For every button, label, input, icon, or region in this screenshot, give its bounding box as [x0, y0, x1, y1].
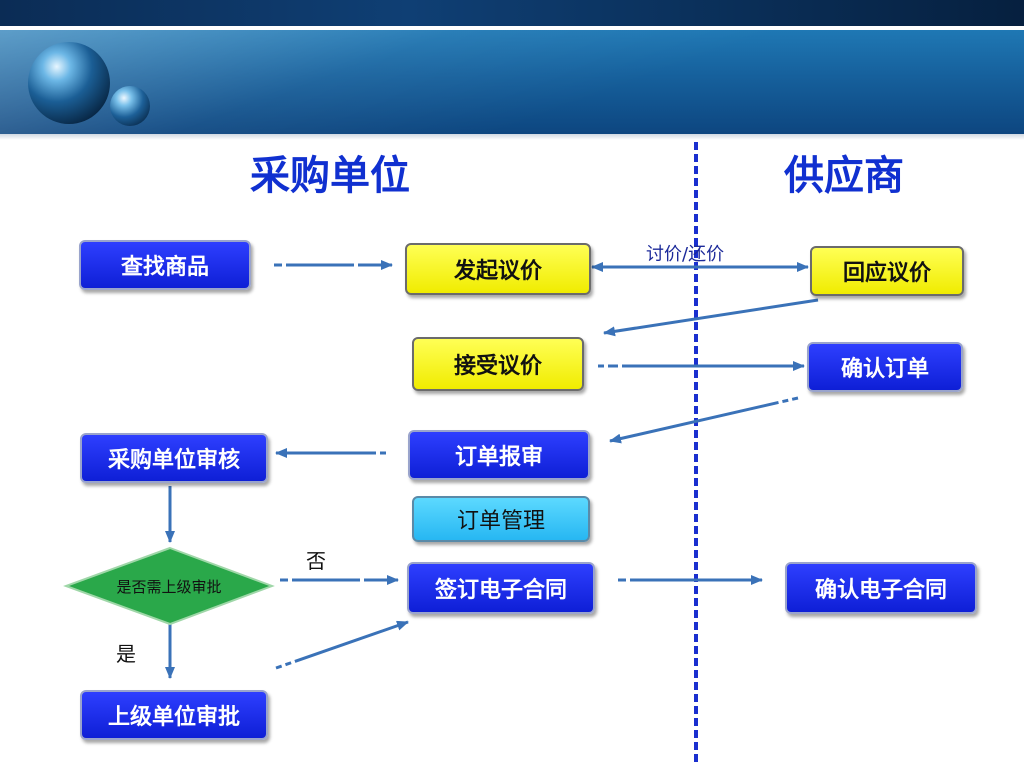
buyer-column-title: 采购单位 — [250, 153, 410, 199]
header-top-bar — [0, 0, 1024, 26]
decision-diamond — [63, 546, 275, 626]
header-band — [0, 30, 1024, 134]
arrow-respond-to-accept — [603, 298, 819, 337]
bargain-label: 讨价/还价 — [646, 244, 725, 265]
header-banner — [0, 0, 1024, 140]
header-rule — [0, 134, 1024, 140]
node-order-management[interactable]: 订单管理 — [412, 496, 590, 542]
arrow-approval-to-sign — [275, 620, 409, 670]
supplier-column-title: 供应商 — [784, 153, 904, 199]
node-find-goods[interactable]: 查找商品 — [79, 240, 251, 290]
node-accept-negotiation[interactable]: 接受议价 — [412, 337, 584, 391]
node-start-negotiation[interactable]: 发起议价 — [405, 243, 591, 295]
column-divider — [694, 142, 698, 762]
node-confirm-contract[interactable]: 确认电子合同 — [785, 562, 977, 614]
node-respond-negotiation[interactable]: 回应议价 — [810, 246, 964, 296]
node-confirm-order[interactable]: 确认订单 — [807, 342, 963, 392]
header-shine — [0, 30, 1024, 134]
arrow-confirm-to-report — [609, 396, 799, 444]
branch-no-label: 否 — [306, 549, 326, 573]
node-buyer-review[interactable]: 采购单位审核 — [80, 433, 268, 483]
large-orb-icon — [28, 42, 110, 124]
decision-label: 是否需上级审批 — [116, 577, 222, 596]
node-superior-approval[interactable]: 上级单位审批 — [80, 690, 268, 740]
small-orb-icon — [110, 86, 150, 126]
branch-yes-label: 是 — [116, 642, 136, 666]
node-order-report[interactable]: 订单报审 — [408, 430, 590, 480]
node-sign-contract[interactable]: 签订电子合同 — [407, 562, 595, 614]
